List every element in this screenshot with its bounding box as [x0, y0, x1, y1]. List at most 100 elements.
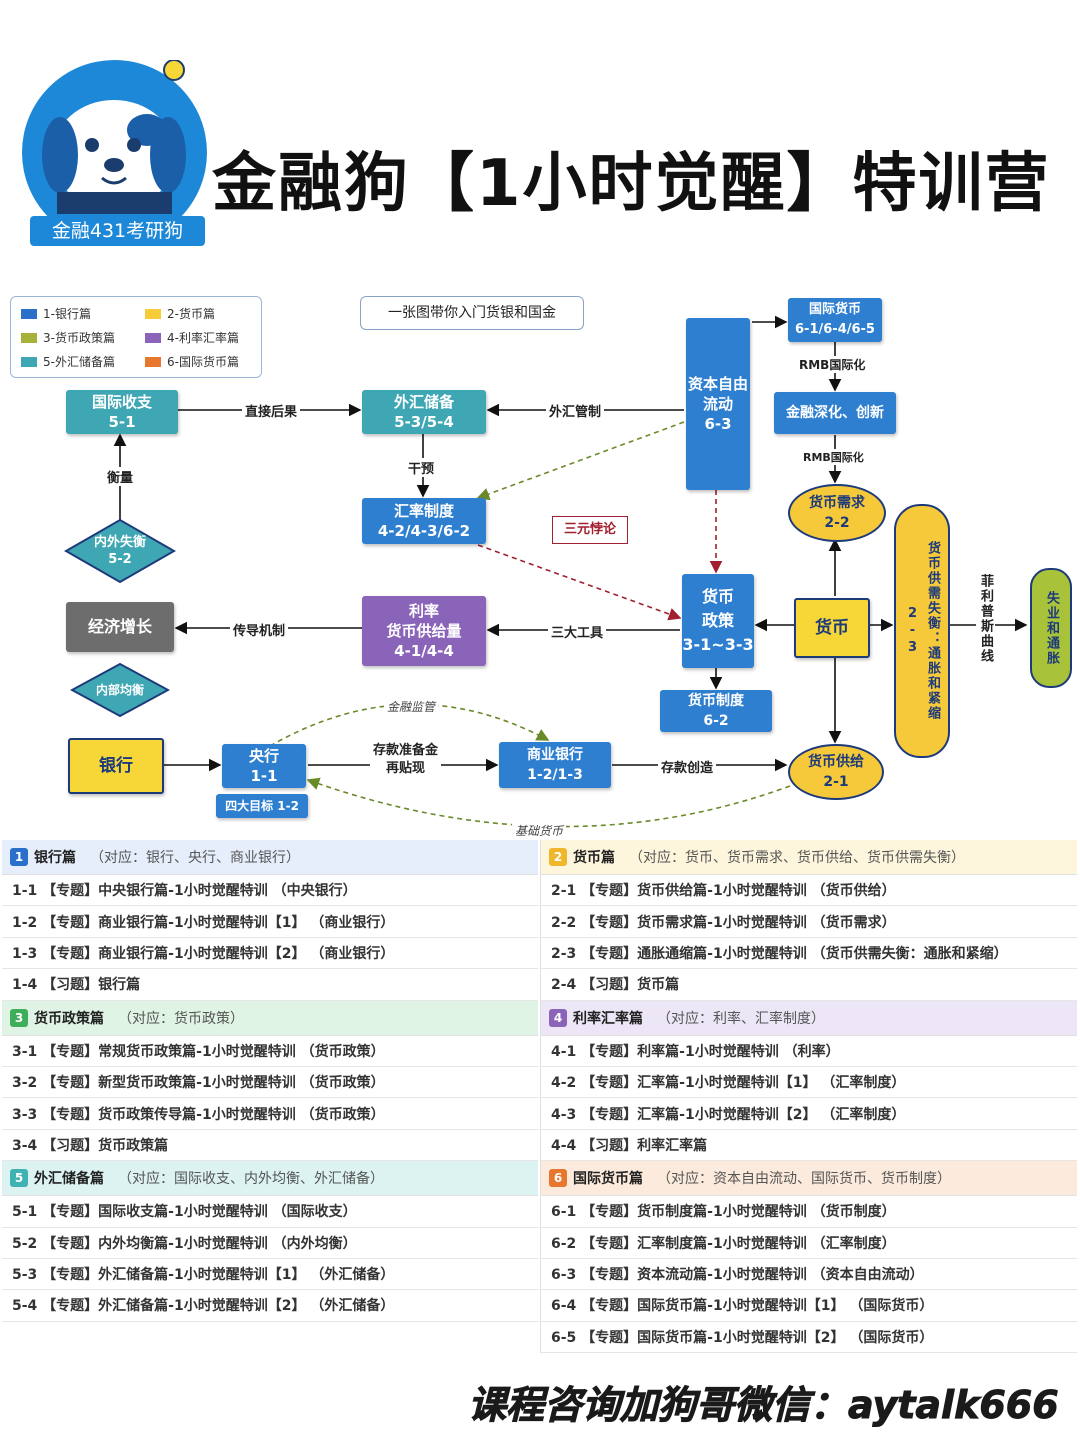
- node-central-bank: 央行 1-1: [222, 744, 306, 788]
- course-row[interactable]: 2-1 【专题】货币供给篇-1小时觉醒特训 （货币供给）: [541, 875, 1077, 907]
- edge-label-intervene: 干预: [405, 458, 438, 477]
- legend-swatch: [21, 356, 37, 367]
- section-title: 货币篇: [573, 850, 615, 866]
- logo-text: 金融431考研狗: [30, 216, 205, 246]
- legend: 1-银行篇 2-货币篇 3-货币政策篇 4-利率汇率篇 5-外汇储备篇 6-国际…: [10, 296, 262, 378]
- course-row[interactable]: 5-3 【专题】外汇储备篇-1小时觉醒特训【1】 （外汇储备）: [2, 1259, 538, 1291]
- node-money-supply: 货币供给 2-1: [788, 744, 884, 800]
- section-title: 外汇储备篇: [34, 1171, 104, 1188]
- legend-label: 5-外汇储备篇: [43, 355, 115, 369]
- edge-label-measure: 衡量: [104, 467, 137, 486]
- legend-item: 6-国际货币篇: [145, 353, 239, 370]
- logo-dog-icon: [22, 59, 207, 245]
- legend-item: 2-货币篇: [145, 305, 215, 322]
- course-row[interactable]: 6-4 【专题】国际货币篇-1小时觉醒特训【1】 （国际货币）: [541, 1290, 1077, 1322]
- section-header-fx-reserve: 5 外汇储备篇 （对应：国际收支、内外均衡、外汇储备）: [2, 1161, 538, 1197]
- node-internal-external-balance-label: 内外失衡 5-2: [93, 535, 146, 567]
- legend-label: 4-利率汇率篇: [167, 331, 239, 345]
- course-row[interactable]: 5-1 【专题】国际收支篇-1小时觉醒特训 （国际收支）: [2, 1196, 538, 1228]
- course-row[interactable]: 5-4 【专题】外汇储备篇-1小时觉醒特训【2】 （外汇储备）: [2, 1290, 538, 1322]
- page-title: 金融狗【1小时觉醒】特训营: [212, 147, 1051, 221]
- legend-item: 3-货币政策篇: [21, 329, 115, 346]
- legend-label: 1-银行篇: [43, 307, 91, 321]
- legend-item: 4-利率汇率篇: [145, 329, 239, 346]
- section-number-badge: 2: [549, 848, 567, 866]
- course-row[interactable]: 2-2 【专题】货币需求篇-1小时觉醒特训 （货币需求）: [541, 906, 1077, 938]
- node-internal-balance: 内部均衡: [70, 662, 170, 718]
- section-title: 货币政策篇: [34, 1010, 104, 1027]
- legend-swatch: [145, 356, 161, 367]
- section-subtitle: （对应：货币政策）: [118, 1010, 244, 1027]
- course-row[interactable]: 6-5 【专题】国际货币篇-1小时觉醒特训【2】 （国际货币）: [541, 1322, 1077, 1354]
- course-row[interactable]: 2-3 【专题】通胀通缩篇-1小时觉醒特训 （货币供需失衡：通胀和紧缩）: [541, 938, 1077, 970]
- table-column-right: 2 货币篇 （对应：货币、货币需求、货币供给、货币供需失衡） 2-1 【专题】货…: [540, 840, 1077, 1354]
- node-internal-external-balance: 内外失衡 5-2: [64, 518, 176, 584]
- course-row[interactable]: 4-1 【专题】利率篇-1小时觉醒特训 （利率）: [541, 1036, 1077, 1067]
- section-header-rate-fx: 4 利率汇率篇 （对应：利率、汇率制度）: [541, 1000, 1077, 1036]
- node-rate-money-supply: 利率 货币供给量 4-1/4-4: [362, 596, 486, 666]
- course-row[interactable]: 4-3 【专题】汇率篇-1小时觉醒特训【2】 （汇率制度）: [541, 1098, 1077, 1130]
- node-economic-growth: 经济增长: [66, 602, 174, 652]
- node-intl-currency: 国际货币 6-1/6-4/6-5: [788, 298, 882, 342]
- edge-label-phillips: 菲利普斯曲线: [976, 572, 995, 666]
- course-row[interactable]: 6-2 【专题】汇率制度篇-1小时觉醒特训 （汇率制度）: [541, 1228, 1077, 1259]
- diagram-caption: 一张图带你入门货银和国金: [360, 296, 584, 330]
- section-title: 银行篇: [34, 850, 76, 866]
- legend-label: 3-货币政策篇: [43, 331, 115, 345]
- legend-item: 5-外汇储备篇: [21, 353, 115, 370]
- section-subtitle: （对应：资本自由流动、国际货币、货币制度）: [657, 1171, 951, 1188]
- table-column-left: 1 银行篇 （对应：银行、央行、商业银行） 1-1 【专题】中央银行篇-1小时觉…: [2, 840, 538, 1322]
- legend-swatch: [21, 308, 37, 319]
- node-intl-balance: 国际收支 5-1: [66, 390, 178, 434]
- node-money-demand: 货币需求 2-2: [788, 484, 886, 542]
- node-four-goals: 四大目标 1-2: [216, 794, 308, 818]
- course-row[interactable]: 5-2 【专题】内外均衡篇-1小时觉醒特训 （内外均衡）: [2, 1228, 538, 1259]
- node-exchange-rate-system: 汇率制度 4-2/4-3/6-2: [362, 498, 486, 544]
- node-unemployment-inflation: 失业和通胀: [1030, 568, 1072, 688]
- node-money: 货币: [794, 598, 870, 658]
- node-internal-balance-label: 内部均衡: [95, 683, 144, 697]
- contact-wechat: 课程咨询加狗哥微信：aytalk666: [468, 1383, 1060, 1428]
- section-subtitle: （对应：国际收支、内外均衡、外汇储备）: [118, 1171, 384, 1188]
- section-number-badge: 4: [549, 1008, 567, 1027]
- course-row[interactable]: 1-4 【习题】银行篇: [2, 969, 538, 1001]
- edge-label-three-tools: 三大工具: [548, 622, 607, 641]
- section-title: 利率汇率篇: [573, 1010, 643, 1027]
- node-commercial-bank: 商业银行 1-2/1-3: [499, 742, 611, 788]
- legend-swatch: [21, 332, 37, 343]
- course-row[interactable]: 6-1 【专题】货币制度篇-1小时觉醒特训 （货币制度）: [541, 1196, 1077, 1228]
- edge-label-financial-supervision: 金融监管: [384, 698, 439, 715]
- section-number-badge: 5: [10, 1169, 28, 1188]
- node-money-imbalance: 货币供需失衡：通胀和紧缩 2-3: [894, 504, 950, 758]
- section-number-badge: 3: [10, 1008, 28, 1027]
- section-header-bank: 1 银行篇 （对应：银行、央行、商业银行）: [2, 840, 538, 875]
- node-capital-flow: 资本自由流动 6-3: [686, 318, 750, 490]
- course-row[interactable]: 3-2 【专题】新型货币政策篇-1小时觉醒特训 （货币政策）: [2, 1067, 538, 1099]
- legend-swatch: [145, 308, 161, 319]
- course-row[interactable]: 1-1 【专题】中央银行篇-1小时觉醒特训 （中央银行）: [2, 875, 538, 907]
- section-title: 国际货币篇: [573, 1171, 643, 1188]
- section-number-badge: 6: [549, 1169, 567, 1188]
- course-row[interactable]: 4-4 【习题】利率汇率篇: [541, 1130, 1077, 1162]
- edge-label-deposit-creation: 存款创造: [658, 757, 717, 776]
- course-row[interactable]: 4-2 【专题】汇率篇-1小时觉醒特训【1】 （汇率制度）: [541, 1067, 1077, 1099]
- edge-label-transmission: 传导机制: [230, 620, 289, 639]
- section-header-money: 2 货币篇 （对应：货币、货币需求、货币供给、货币供需失衡）: [541, 840, 1077, 875]
- node-fx-reserve: 外汇储备 5-3/5-4: [362, 390, 486, 434]
- node-trilemma: 三元悖论: [552, 516, 628, 544]
- course-row[interactable]: 3-3 【专题】货币政策传导篇-1小时觉醒特训 （货币政策）: [2, 1098, 538, 1130]
- course-row[interactable]: 1-2 【专题】商业银行篇-1小时觉醒特训【1】 （商业银行）: [2, 906, 538, 938]
- course-row[interactable]: 1-3 【专题】商业银行篇-1小时觉醒特训【2】 （商业银行）: [2, 938, 538, 970]
- edge-label-rmb-intl-1: RMB国际化: [796, 356, 869, 373]
- section-header-monetary-policy: 3 货币政策篇 （对应：货币政策）: [2, 1000, 538, 1036]
- course-row[interactable]: 6-3 【专题】资本流动篇-1小时觉醒特训 （资本自由流动）: [541, 1259, 1077, 1291]
- course-row[interactable]: 3-4 【习题】货币政策篇: [2, 1130, 538, 1162]
- section-subtitle: （对应：货币、货币需求、货币供给、货币供需失衡）: [629, 850, 965, 866]
- edge-label-base-money: 基础货币: [512, 822, 567, 839]
- course-row[interactable]: 2-4 【习题】货币篇: [541, 969, 1077, 1001]
- node-monetary-policy: 货币 政策 3-1~3-3: [682, 574, 754, 668]
- node-currency-system: 货币制度 6-2: [660, 690, 772, 732]
- node-bank: 银行: [68, 738, 164, 794]
- section-subtitle: （对应：利率、汇率制度）: [657, 1010, 825, 1027]
- course-row[interactable]: 3-1 【专题】常规货币政策篇-1小时觉醒特训 （货币政策）: [2, 1036, 538, 1067]
